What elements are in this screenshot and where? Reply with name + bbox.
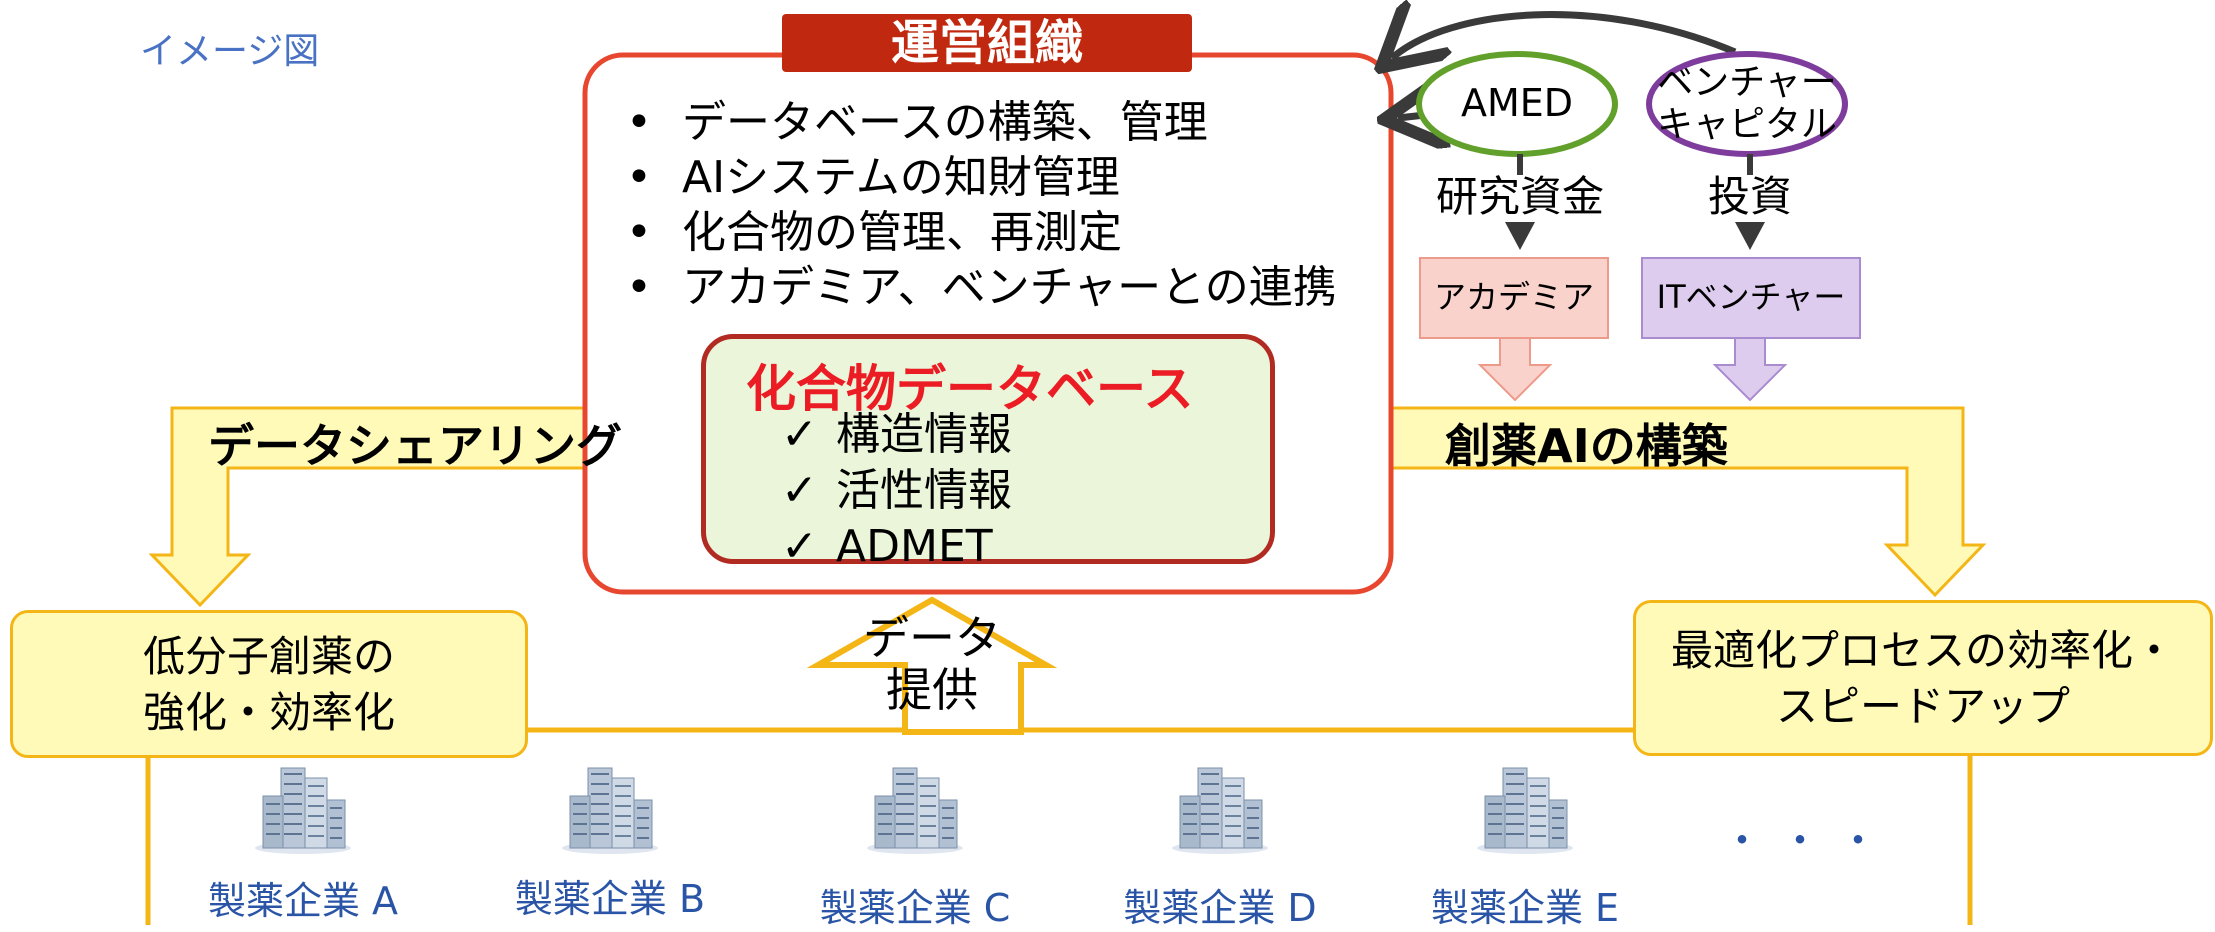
company-icon — [865, 760, 965, 859]
amed-label: AMED — [1460, 81, 1574, 125]
vc-down-arrow-icon — [1735, 222, 1765, 250]
company-name: 製薬企業 C — [819, 886, 1011, 930]
more-companies-indicator: ・・・ — [1722, 818, 1896, 864]
investment-label: 投資 — [1707, 172, 1792, 221]
organization-roles: データベースの構築、管理 AIシステムの知財管理 化合物の管理、再測定 アカデミ… — [612, 95, 1337, 315]
research-funds-label: 研究資金 — [1435, 172, 1604, 221]
data-provision-line: データ — [863, 611, 1001, 665]
role-item: 化合物の管理、再測定 — [612, 205, 1337, 260]
office-building-icon — [1477, 767, 1573, 854]
database-title: 化合物データベース — [746, 360, 1194, 418]
company-icon — [253, 760, 353, 859]
it-venture-arrow — [1712, 337, 1788, 402]
check-icon: ✓ — [781, 409, 818, 460]
outcome-right-line: スピードアップ — [1775, 682, 2070, 731]
ai-building-label: 創薬AIの構築 — [1445, 419, 1728, 473]
outcome-left-line: 強化・効率化 — [142, 688, 395, 737]
data-provision-arrow — [806, 596, 1058, 735]
database-item: ✓ 構造情報 — [781, 407, 1012, 463]
organization-title: 運営組織 — [782, 14, 1192, 72]
company-name: 製薬企業 A — [207, 879, 399, 923]
database-item: ✓ ADMET — [781, 519, 1012, 575]
outcome-right-box: 最適化プロセスの効率化・ スピードアップ — [1633, 600, 2213, 756]
company-bracket-line — [145, 727, 1973, 925]
company-icon — [1170, 760, 1270, 859]
outcome-left-box: 低分子創薬の 強化・効率化 — [10, 610, 528, 758]
outcome-left-line: 低分子創薬の — [142, 632, 395, 681]
company-name: 製薬企業 D — [1123, 886, 1317, 930]
data-provision-line: 提供 — [886, 663, 978, 717]
database-item: ✓ 活性情報 — [781, 463, 1012, 519]
check-icon: ✓ — [781, 521, 818, 572]
compound-database-box: 化合物データベース ✓ 構造情報 ✓ 活性情報 ✓ ADMET — [701, 334, 1275, 572]
outcome-right-line: 最適化プロセスの効率化・ — [1670, 626, 2175, 675]
data-provision-label: データ 提供 — [842, 612, 1022, 716]
database-item-label: 構造情報 — [836, 409, 1012, 460]
vc-label-line: キャピタル — [1656, 104, 1837, 145]
image-caption: イメージ図 — [140, 31, 320, 72]
ai-building-arrow — [1248, 406, 1987, 598]
data-sharing-arrow — [148, 406, 722, 608]
office-building-icon — [562, 767, 658, 854]
company-name: 製薬企業 B — [514, 877, 706, 921]
check-icon: ✓ — [781, 465, 818, 516]
it-venture-label: ITベンチャー — [1656, 278, 1846, 316]
company-icon — [1475, 760, 1575, 859]
amed-down-arrow-icon — [1505, 222, 1535, 250]
academia-label: アカデミア — [1433, 278, 1594, 316]
office-building-icon — [1172, 767, 1268, 854]
academia-arrow — [1477, 337, 1553, 402]
database-item-label: ADMET — [836, 521, 993, 572]
office-building-icon — [867, 767, 963, 854]
vc-curved-arrow — [1392, 15, 1737, 58]
role-item: アカデミア、ベンチャーとの連携 — [612, 260, 1337, 315]
office-building-icon — [255, 767, 351, 854]
role-item: データベースの構築、管理 — [612, 95, 1337, 150]
vc-label-line: ベンチャー — [1657, 62, 1837, 103]
data-sharing-label: データシェアリング — [208, 419, 622, 473]
database-items: ✓ 構造情報 ✓ 活性情報 ✓ ADMET — [781, 407, 1012, 575]
company-name: 製薬企業 E — [1430, 886, 1620, 930]
database-item-label: 活性情報 — [836, 465, 1012, 516]
company-icon — [560, 760, 660, 859]
vc-label: ベンチャー キャピタル — [1652, 62, 1842, 146]
role-item: AIシステムの知財管理 — [612, 150, 1337, 205]
academia-box — [1419, 257, 1609, 339]
